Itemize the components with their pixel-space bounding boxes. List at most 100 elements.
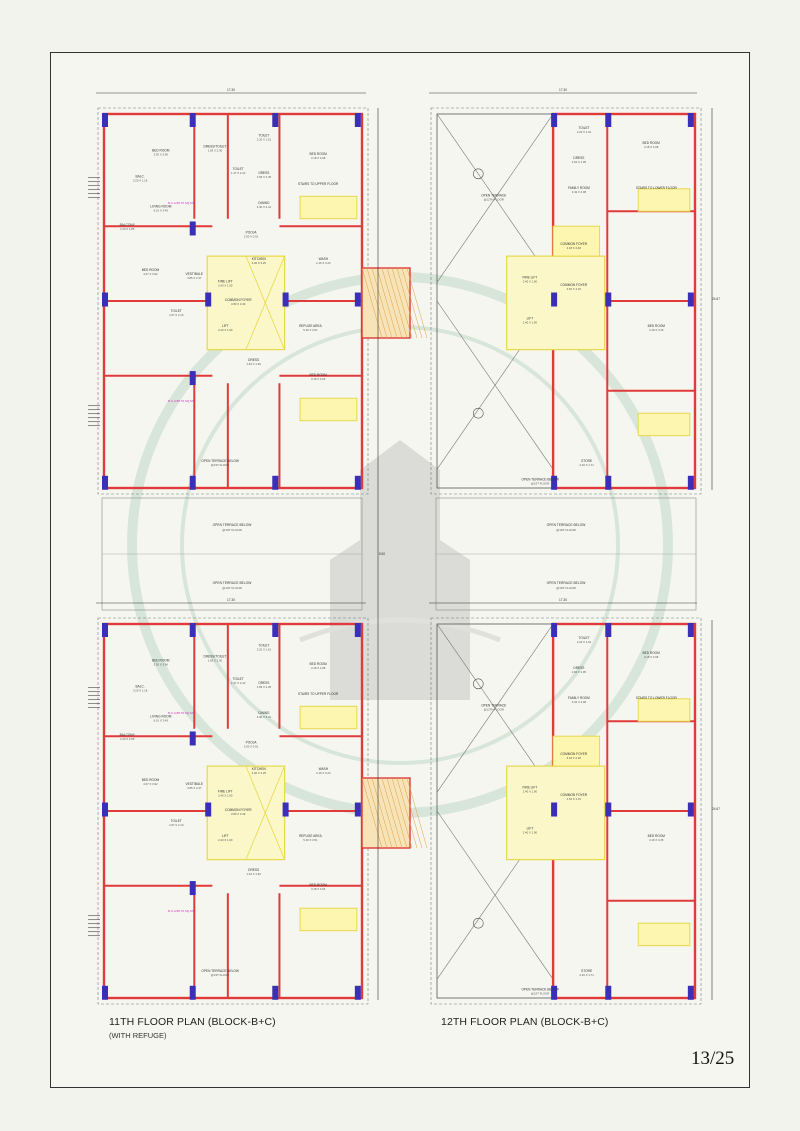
open-terrace-label: OPEN TERRACE BELOW [547, 581, 587, 585]
room-dimension: 1.64 X 1.36 [246, 872, 261, 876]
column [102, 623, 108, 637]
room-label: BED ROOM [648, 324, 666, 328]
room-dimension: 1.83 X 2.35 [257, 685, 272, 689]
room-label: TOILET [233, 167, 244, 171]
room-label: STORE [581, 459, 592, 463]
room-label: LIFT [222, 324, 229, 328]
refuge-area [361, 777, 411, 849]
room-label: FIRE LIFT [523, 276, 538, 280]
column [102, 475, 108, 490]
room-dimension: 1.83 X 2.36 [208, 149, 223, 153]
refuge-hatch [401, 267, 423, 339]
unit-area-marker: R.C.A 88.76 SQ.MT. [168, 201, 195, 205]
room-label: LIVING ROOM [150, 715, 172, 719]
room-dimension: @12TH FLOOR [484, 197, 504, 201]
rera-watermark [127, 272, 673, 818]
room-label: DRESS [573, 666, 584, 670]
room-label: BED ROOM [152, 658, 170, 662]
refuge-hatch [406, 777, 428, 849]
refuge-hatch [386, 267, 408, 339]
room-dimension: 3.18 X 2.48 [567, 246, 582, 250]
terrace-diagonal [436, 623, 554, 793]
stair-box [637, 412, 691, 437]
room-dimension: 4.52 X 4.15 [567, 797, 582, 801]
dimension-text: 24.67 [712, 297, 720, 301]
column [551, 475, 558, 490]
column [551, 802, 558, 817]
room-dimension: 6.10 X 3.49 [154, 209, 169, 213]
refuge-hatch [381, 777, 403, 849]
room-label: DRESS [248, 868, 259, 872]
room-dimension: 1.37 X 2.10 [231, 681, 246, 685]
room-dimension: 3.30 X 3.41 [257, 205, 272, 209]
room-dimension: 3.30 X 3.96 [154, 152, 169, 156]
room-dimension: 3.18 X 4.08 [644, 655, 659, 659]
column [189, 985, 196, 1000]
room-label: BED ROOM [642, 651, 660, 655]
column [189, 881, 196, 896]
room-dimension: 2.20 X 1.71 [579, 973, 594, 977]
room-dimension: 3.18 X 4.06 [311, 887, 326, 891]
column [189, 371, 196, 386]
refuge-hatch [401, 777, 423, 849]
room-label: COMMON FOYER [560, 752, 587, 756]
room-dimension: 1.37 X 2.10 [231, 171, 246, 175]
open-terrace-sub: @1ST FLOOR [222, 528, 242, 532]
refuge-hatch [381, 267, 403, 339]
refuge-hatch [361, 777, 383, 849]
room-label: DRESS [258, 681, 269, 685]
column [687, 113, 694, 127]
terrace-marker [472, 168, 484, 180]
room-label: DRESS [248, 358, 259, 362]
room-label: BED ROOM [142, 778, 160, 782]
room-dimension: 2.40 X 1.90 [523, 831, 538, 835]
refuge-hatch [376, 777, 398, 849]
column [551, 623, 558, 637]
room-dimension: 3.80 X 3.49 [231, 812, 246, 816]
room-dimension: 3.85 X 2.37 [187, 786, 202, 790]
dimension-text: 8.50 [379, 552, 385, 556]
stair-box [299, 195, 358, 220]
room-dimension: 2.40 X 1.90 [218, 283, 233, 287]
room-dimension: 3.18 X 4.06 [311, 377, 326, 381]
column [354, 113, 361, 127]
room-label: DRESS/TOILET [203, 145, 226, 149]
room-dimension: 2.16 X 3.23 [316, 261, 331, 265]
common-foyer [552, 735, 601, 767]
column [687, 985, 694, 1000]
room-dimension: 6.10 X 3.49 [154, 719, 169, 723]
room-label: LIFT [527, 317, 534, 321]
room-label: BED ROOM [152, 148, 170, 152]
room-label: DRESS [258, 171, 269, 175]
refuge-hatch [366, 777, 388, 849]
room-dimension: 3.18 X 4.08 [311, 666, 326, 670]
plan-title-12th: 12TH FLOOR PLAN (BLOCK-B+C) [441, 1016, 609, 1028]
stair-diagonal [245, 255, 285, 350]
room-dimension: 5.40 X 3.51 [303, 838, 318, 842]
room-label: FAMILY ROOM [568, 186, 590, 190]
room-label: BALCONY [120, 223, 136, 227]
room-label: LIFT [527, 827, 534, 831]
room-dimension: 1.87 X 2.10 [169, 823, 184, 827]
room-dimension: @1ST FLOOR [531, 482, 549, 486]
room-label: OPEN TERRACE BELOW [201, 969, 239, 973]
room-dimension: @1ST FLOOR [531, 992, 549, 996]
room-dimension: 3.18 X 4.08 [311, 156, 326, 160]
room-label: BED ROOM [642, 141, 660, 145]
room-dimension: 2.20 X 1.61 [577, 130, 592, 134]
room-dimension: 2.62 X 1.95 [572, 670, 587, 674]
room-label: DRESS/TOILET [203, 655, 226, 659]
refuge-area [361, 267, 411, 339]
refuge-hatch [386, 777, 408, 849]
room-label: BED ROOM [309, 662, 327, 666]
room-label: DRESS [573, 156, 584, 160]
column [551, 113, 558, 127]
room-label: STAIRS TO UPPER FLOOR [298, 692, 339, 696]
room-dimension: 3.18 X 3.25 [649, 838, 664, 842]
column [605, 475, 612, 490]
terrace-marker [472, 407, 484, 419]
room-dimension: 2.00 X 0.91 [244, 745, 259, 749]
room-label: STAIRS TO LOWER FLOOR [636, 186, 678, 190]
refuge-hatch [396, 777, 418, 849]
